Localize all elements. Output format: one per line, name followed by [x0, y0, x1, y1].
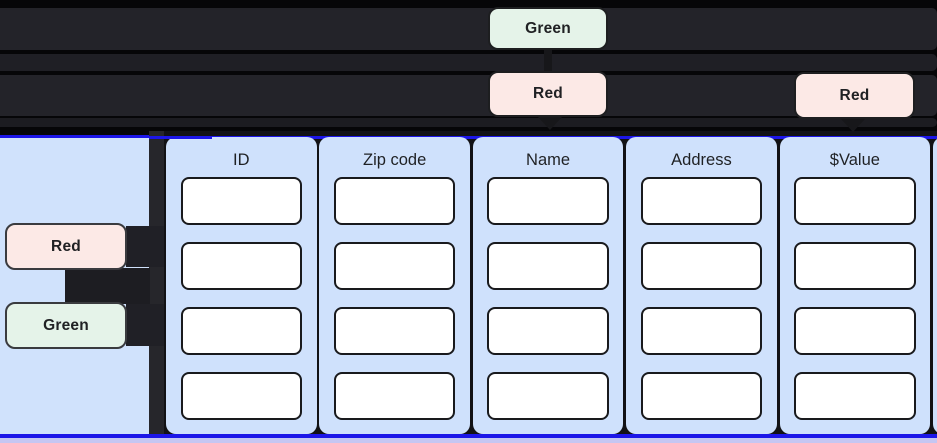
table-cell[interactable]: [333, 372, 456, 420]
column-header: [933, 137, 937, 179]
column-header: Zip code: [362, 151, 427, 169]
column-header: ID: [233, 151, 250, 169]
table-cell[interactable]: [794, 242, 916, 290]
table-column[interactable]: ID: [166, 136, 317, 434]
table-cell[interactable]: [180, 242, 302, 290]
dark-row-band-3: [0, 75, 937, 116]
arrow-down-icon: [538, 117, 562, 130]
table-cell[interactable]: [487, 242, 609, 290]
table-cell[interactable]: [333, 242, 456, 290]
connector-elbow-bottom: [126, 304, 164, 346]
column-header: $Value: [829, 151, 880, 169]
table-top-border-line-overlay: [149, 135, 212, 139]
table-cell[interactable]: [487, 307, 609, 355]
table-cell[interactable]: [180, 372, 302, 420]
column-header: Name: [526, 151, 571, 169]
table-cell[interactable]: [333, 307, 456, 355]
table-cell[interactable]: [180, 177, 302, 225]
flow-red-badge-1[interactable]: Red: [488, 71, 608, 117]
column-header: Address: [671, 151, 732, 169]
table-cell[interactable]: [333, 177, 456, 225]
dark-row-band-1: [0, 8, 937, 50]
table-cell[interactable]: [640, 177, 763, 225]
arrow-down-icon: [841, 119, 865, 132]
table-column[interactable]: Address: [626, 136, 777, 434]
table-column[interactable]: Zip code: [319, 136, 470, 434]
lavender-bottom-strip: [0, 438, 937, 443]
connector-elbow-top: [126, 226, 164, 267]
table-cell[interactable]: [640, 372, 763, 420]
flow-green-badge[interactable]: Green: [488, 7, 608, 50]
table-cell[interactable]: [487, 372, 609, 420]
table-cell[interactable]: [794, 307, 916, 355]
connector-elbow-middle: [65, 268, 150, 304]
panel-green-badge[interactable]: Green: [5, 302, 127, 349]
table-bottom-border-line: [0, 433, 937, 438]
table-cell[interactable]: [794, 177, 916, 225]
vertical-connector-strip: [149, 131, 164, 434]
table-column[interactable]: Name: [472, 136, 624, 434]
table-cell[interactable]: [640, 307, 763, 355]
connector-line: [544, 48, 552, 72]
dark-row-band-4: [0, 117, 937, 127]
panel-red-badge[interactable]: Red: [5, 223, 127, 270]
table-cell[interactable]: [794, 372, 916, 420]
table-cell[interactable]: [180, 307, 302, 355]
dark-row-band-2: [0, 54, 937, 71]
flow-red-badge-2[interactable]: Red: [794, 72, 915, 119]
table-column[interactable]: [933, 136, 937, 434]
table-cell[interactable]: [487, 177, 609, 225]
table-column[interactable]: $Value: [779, 136, 931, 434]
table-cell[interactable]: [640, 242, 763, 290]
